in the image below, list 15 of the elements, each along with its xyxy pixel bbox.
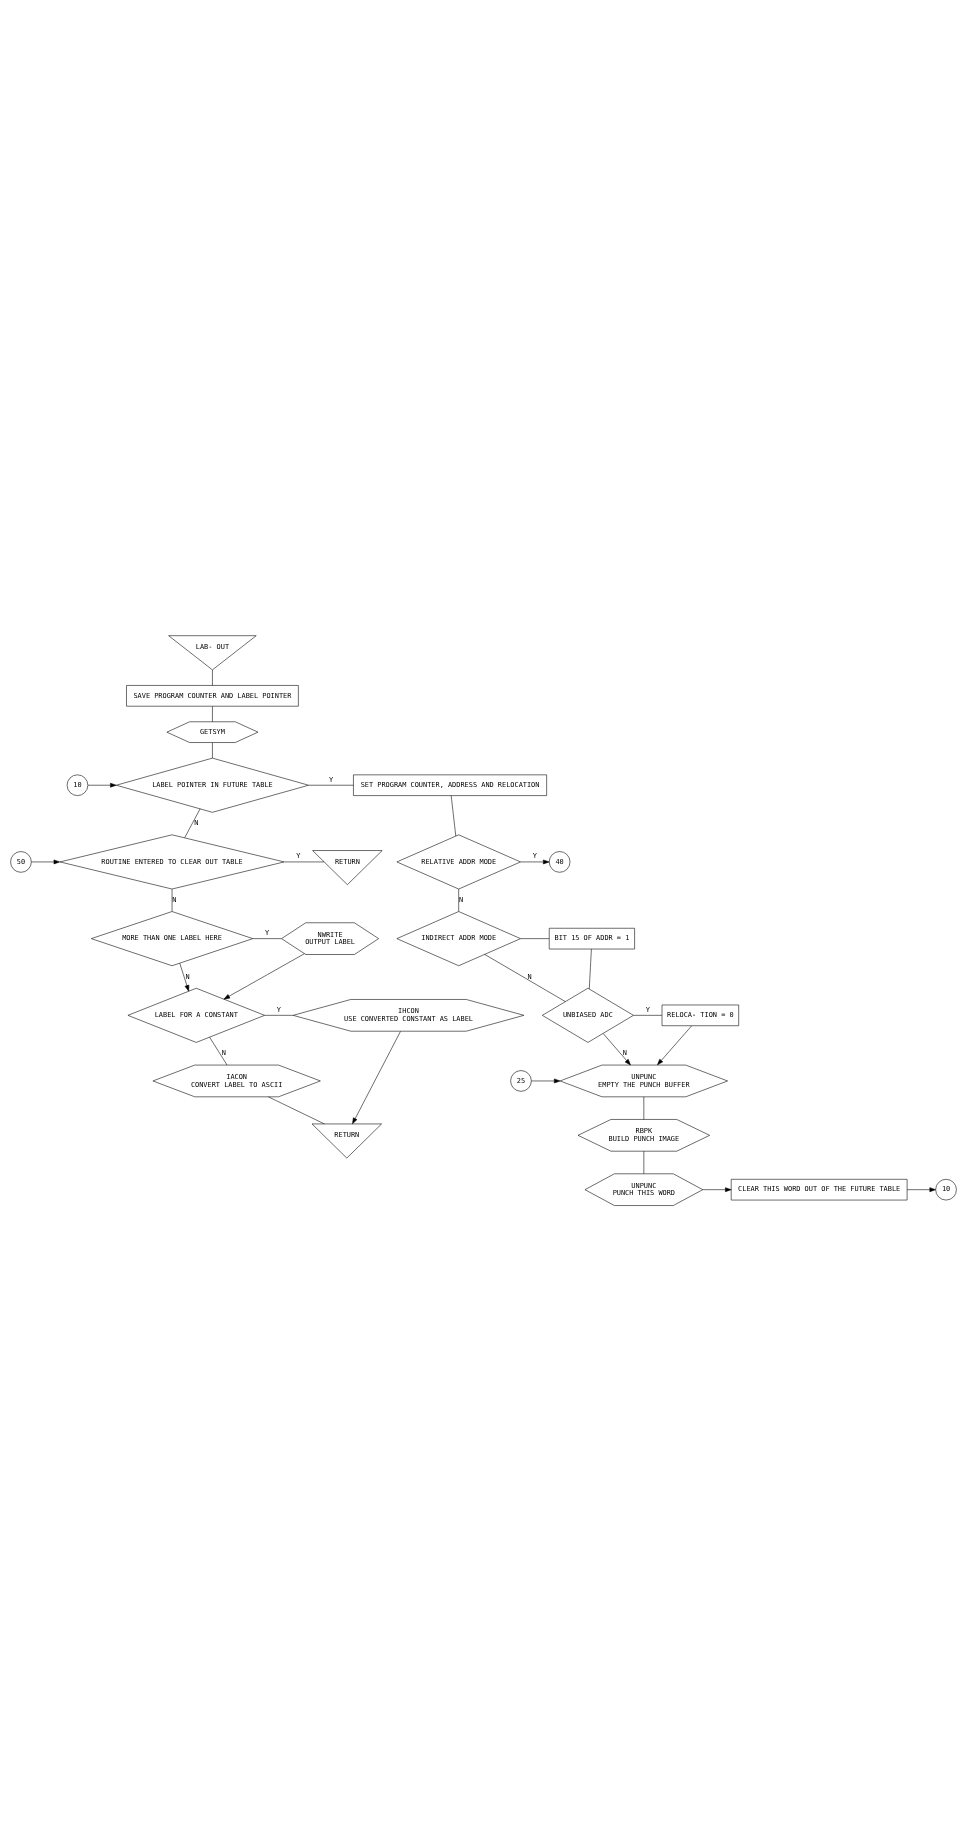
- arrow: [87, 782, 117, 788]
- connector: [268, 1096, 325, 1124]
- arrow: [179, 962, 190, 991]
- arrow: [602, 1032, 631, 1065]
- arrow: [520, 859, 550, 864]
- connector: [264, 1014, 294, 1016]
- arrow: [906, 1186, 936, 1192]
- connector: [252, 937, 282, 939]
- arrow: [531, 1078, 561, 1083]
- arrow: [352, 1030, 401, 1124]
- arrow: [657, 1025, 692, 1065]
- arrow: [31, 859, 60, 864]
- connector: [308, 784, 354, 785]
- arrow: [702, 1186, 732, 1192]
- arrow: [223, 952, 305, 999]
